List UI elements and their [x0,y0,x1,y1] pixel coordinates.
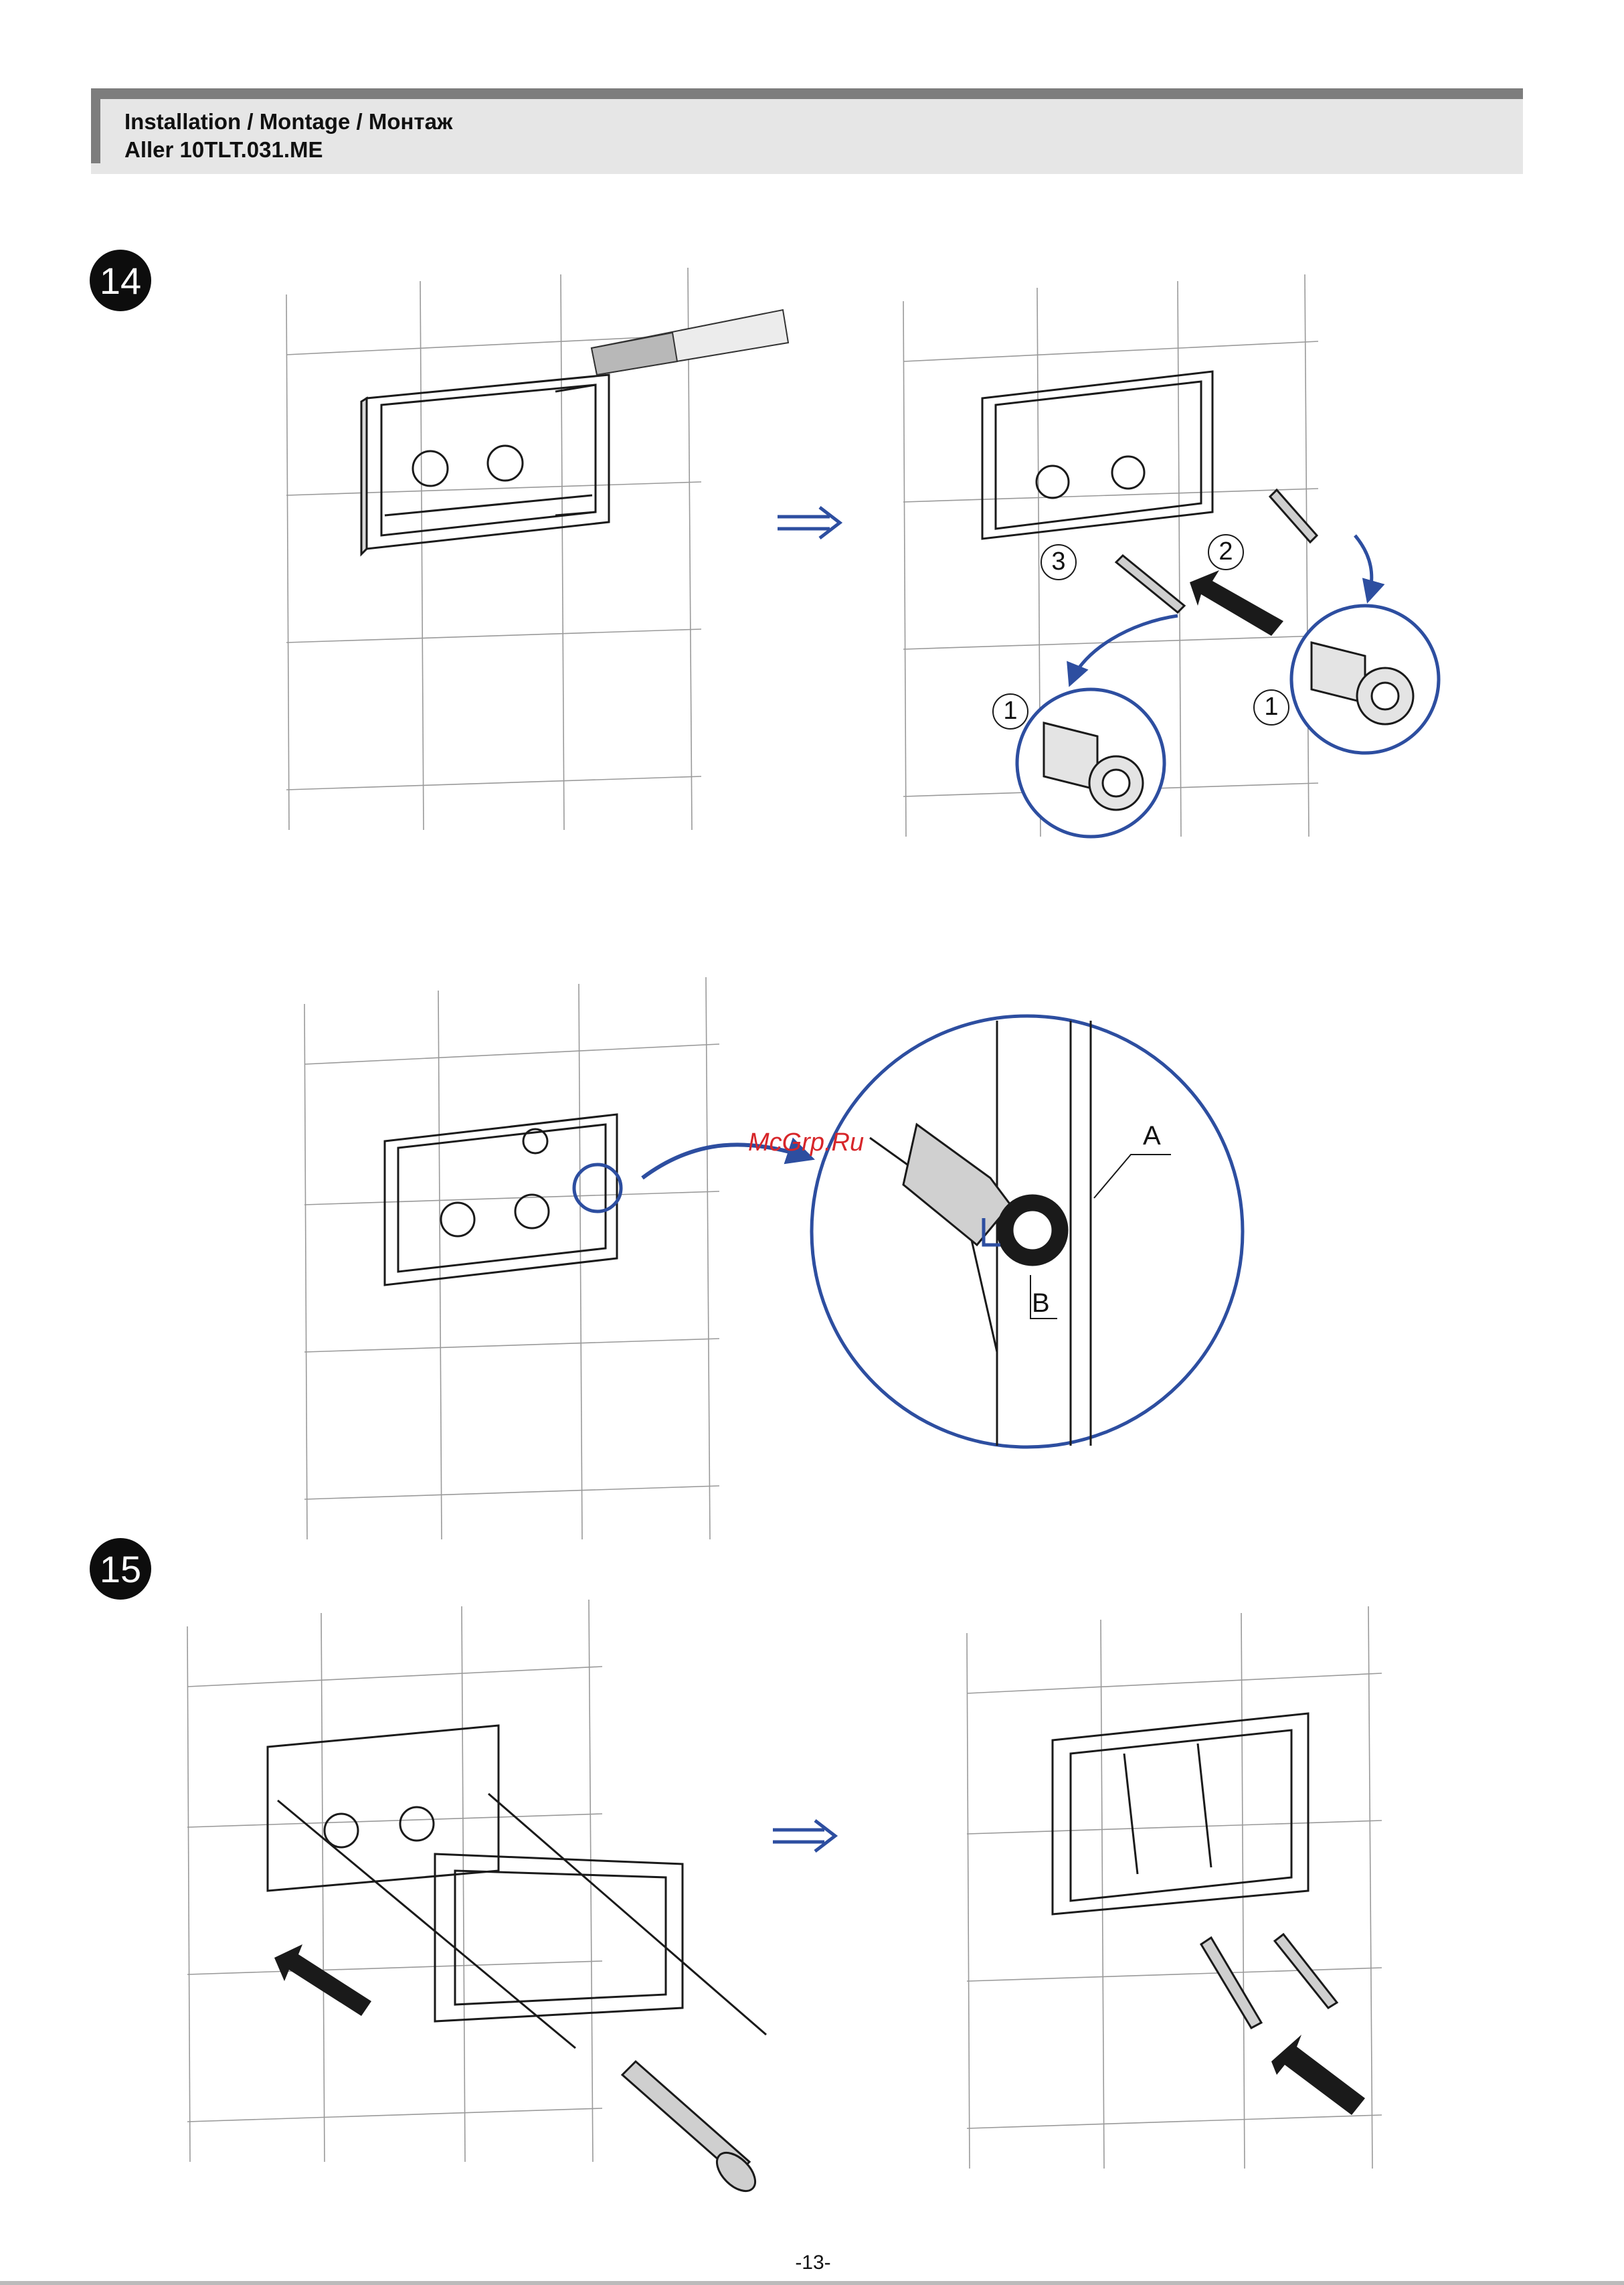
page-number: -13- [776,2252,850,2274]
callout-3: 3 [1049,547,1069,576]
step15-panel-right [967,1606,1382,2169]
footer-line [0,2281,1624,2285]
watermark: McGrp.Ru [748,1128,864,1157]
detail-label-a: A [1143,1121,1161,1151]
callout-1-left: 1 [1000,697,1020,726]
step14-panel-left [286,268,788,830]
step14-panel-right [903,274,1439,837]
detail-label-b: B [1032,1288,1050,1319]
detail-panel [304,977,1243,1539]
step15-panel-left [187,1600,766,2198]
callout-1-right: 1 [1261,693,1281,722]
callout-2: 2 [1216,537,1236,566]
